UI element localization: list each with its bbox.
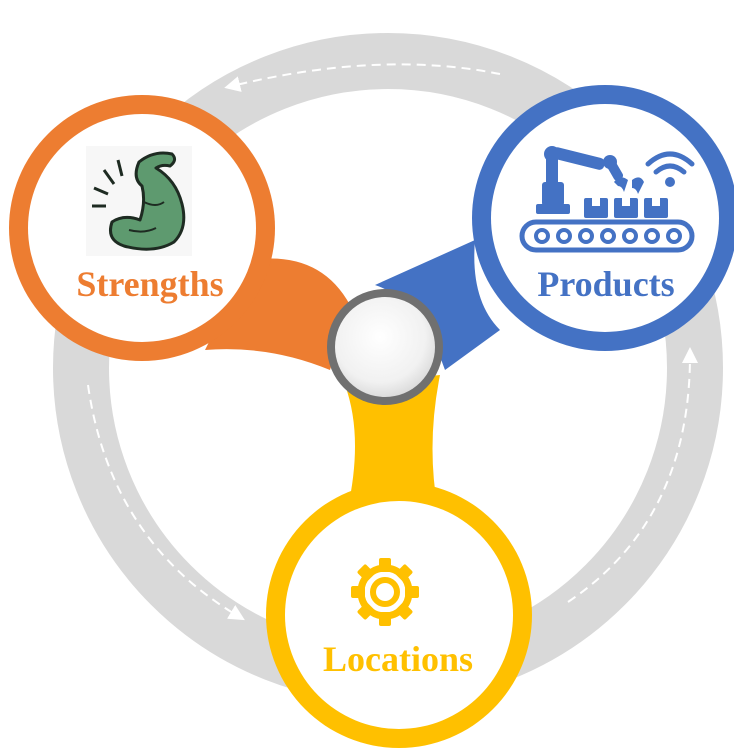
flow-arrow-top — [224, 63, 501, 92]
node-label-locations: Locations — [323, 639, 473, 679]
center-hub — [327, 289, 443, 405]
node-label-products: Products — [537, 264, 674, 304]
robotic-assembly-line-icon — [519, 146, 695, 253]
flexed-bicep-icon — [86, 146, 192, 256]
flow-arrow-right — [567, 347, 698, 603]
connector-products — [375, 240, 500, 370]
node-label-strengths: Strengths — [76, 264, 223, 304]
node-locations: Locations — [266, 482, 532, 748]
node-products: Products — [472, 85, 734, 351]
node-strengths: Strengths — [9, 95, 275, 361]
gear-icon — [351, 558, 419, 626]
flow-arrow-left — [87, 384, 245, 621]
